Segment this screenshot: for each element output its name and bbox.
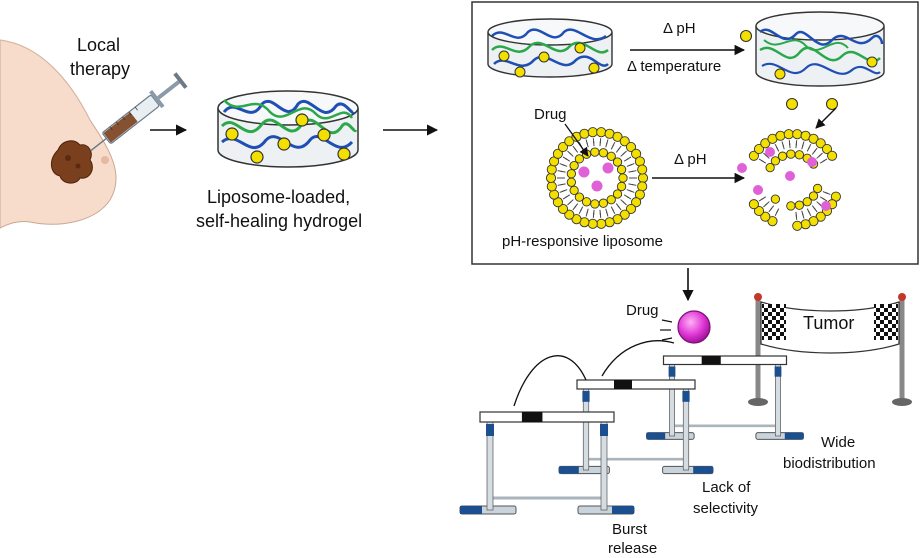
motion-lines [660,319,673,341]
released-liposomes [739,29,839,111]
drug-ball [677,310,711,344]
label-tumor: Tumor [803,313,855,333]
label-lack-1: Lack of [702,479,751,496]
label-drug-panel: Drug [534,106,567,123]
label-hydrogel-2: self-healing hydrogel [196,211,363,231]
jump-arc-2 [601,340,675,377]
syringe-icon [90,72,188,152]
label-local-therapy-1: Local [77,35,121,55]
panel-hydrogel-degraded [755,11,885,87]
label-delta-ph-bottom: Δ pH [674,151,707,168]
panel-hydrogel-intact [487,18,613,78]
liposome-dots [225,113,351,164]
label-burst-1: Burst [612,521,648,538]
label-drug-hurdle: Drug [626,302,659,319]
tumor-icon [51,140,93,184]
finish-banner [748,293,912,406]
label-hydrogel-1: Liposome-loaded, [207,187,351,207]
jump-arc-1 [513,355,587,407]
arrow-drug-label [564,123,589,157]
label-burst-2: release [608,540,658,557]
liposome-ruptured [737,129,841,231]
label-wide-2: biodistribution [783,455,876,472]
label-lack-2: selectivity [693,500,759,517]
hydrogel-disk [217,90,359,168]
label-delta-ph-top: Δ pH [663,20,696,37]
label-wide-1: Wide [821,434,856,451]
arrow-liposome-down [815,107,837,129]
label-local-therapy-2: therapy [70,59,131,79]
breast-illustration [0,39,117,229]
hurdles [459,355,805,515]
label-delta-temperature: Δ temperature [627,58,722,75]
label-ph-liposome: pH-responsive liposome [502,233,663,250]
